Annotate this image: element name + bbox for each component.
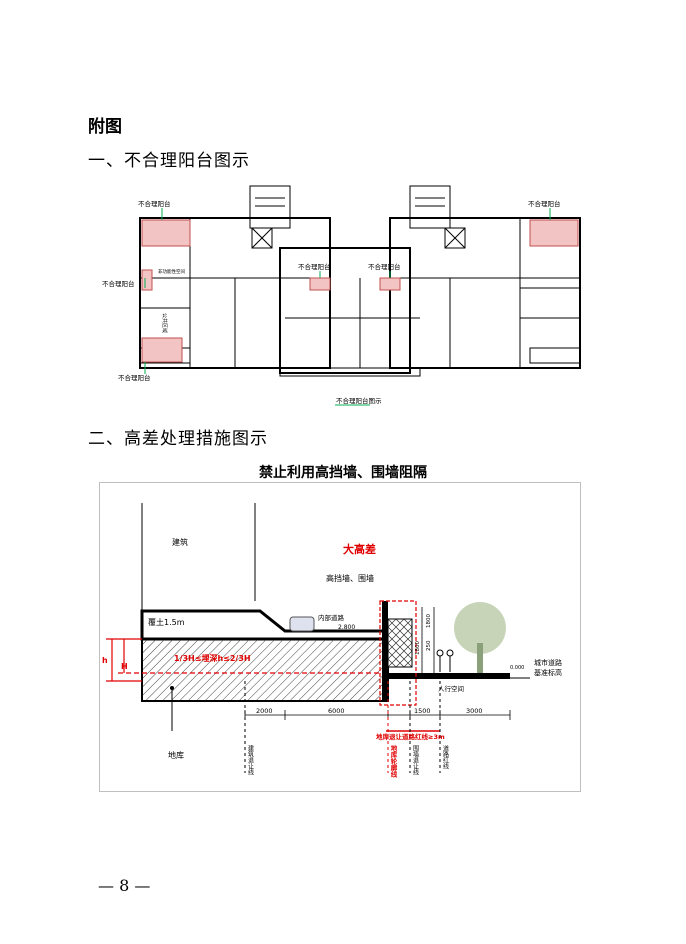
city-elevation: 0.000: [510, 665, 524, 671]
dim-6000: 6000: [328, 707, 345, 715]
dim-1500: 1500: [414, 707, 431, 715]
H-label: H: [121, 662, 128, 671]
inner-elevation: 2.800: [338, 624, 355, 631]
dim-1800-a: 1800: [426, 614, 432, 628]
soil-label: 覆土1.5m: [148, 617, 185, 627]
unreasonable-balcony-label: 不合理阳台: [528, 199, 561, 208]
road-redline-label: 道路红线: [442, 744, 449, 769]
appendix-title: 附图: [88, 117, 122, 137]
dim-250: 250: [426, 640, 432, 651]
wall-setback-label: 围墙退让线: [412, 745, 419, 775]
page-number: — 8 —: [98, 876, 151, 895]
h-label: h: [102, 656, 108, 665]
section-heading-2: 二、高差处理措施图示: [88, 429, 268, 449]
room-label: 公共区域: [161, 313, 168, 333]
dim-3000: 3000: [466, 707, 483, 715]
garage-outline-label: 地库轮廓线: [389, 744, 397, 779]
dim-2000: 2000: [256, 707, 273, 715]
section-heading-1: 一、不合理阳台图示: [88, 151, 250, 171]
figure1-caption: 不合理阳台图示: [336, 396, 382, 405]
unreasonable-balcony-label: 不合理阳台: [102, 279, 135, 288]
garage-label: 地库: [168, 750, 184, 760]
building-setback-label: 建筑退让线: [247, 744, 254, 775]
city-road-label: 城市道路: [534, 658, 562, 667]
sidewalk-label: 人行空间: [438, 684, 464, 693]
unreasonable-balcony-label: 不合理阳台: [298, 262, 331, 271]
redline-setback-label: 地库退让道路红线≥3m: [376, 732, 445, 741]
wall-label: 高挡墙、围墙: [326, 573, 374, 583]
base-elevation-label: 基准标高: [534, 668, 562, 677]
floor-plan-figure: 不合理阳台 不合理阳台 不合理阳台 不合理阳台 不合理阳台 不合理阳台 不合理阳…: [102, 185, 581, 406]
inner-road-label: 内部道路: [318, 613, 345, 622]
height-difference-figure: 建筑 大高差 高挡墙、围墙 覆土1.5m 内部道路 2.800 1/3H≤埋深h…: [99, 482, 581, 792]
dim-1800-b: 1800: [415, 641, 421, 655]
room-note: 非功能性空间: [158, 268, 185, 275]
ratio-label: 1/3H≤埋深h≤2/3H: [174, 653, 251, 663]
big-difference-label: 大高差: [343, 542, 376, 556]
building-label: 建筑: [172, 537, 188, 547]
unreasonable-balcony-label: 不合理阳台: [368, 262, 401, 271]
unreasonable-balcony-label: 不合理阳台: [118, 373, 151, 382]
figure2-title: 禁止利用高挡墙、围墙阻隔: [259, 465, 427, 481]
unreasonable-balcony-label: 不合理阳台: [138, 199, 171, 208]
